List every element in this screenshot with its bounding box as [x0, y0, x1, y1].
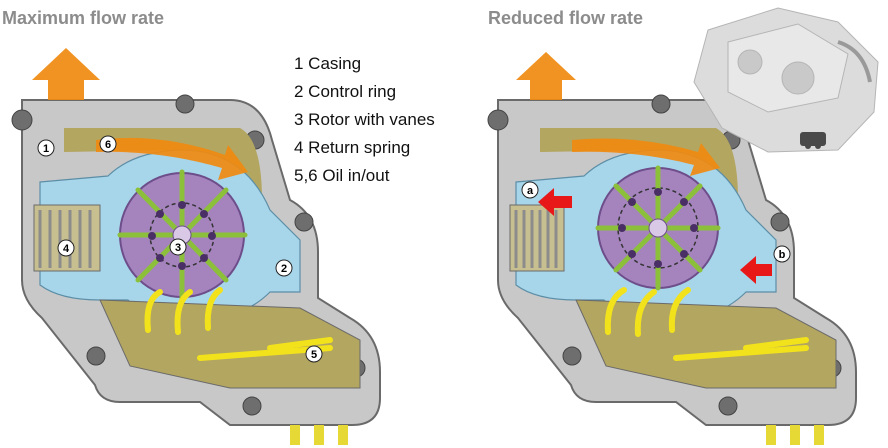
callout-5: 5 [305, 345, 323, 363]
title-reduced-flow-rate: Reduced flow rate [488, 8, 644, 28]
control-force-arrows [538, 188, 772, 284]
oil-inlet-chamber [99, 299, 361, 389]
outlet-pipes [290, 425, 348, 445]
oil-out-arrows [516, 52, 720, 176]
svg-text:2: 2 [281, 263, 287, 275]
callout-3: 3 [169, 238, 187, 256]
svg-text:1: 1 [43, 143, 49, 155]
svg-text:b: b [779, 249, 786, 261]
callout-1: 1 [37, 139, 55, 157]
callout-2: 2 [275, 259, 293, 277]
svg-text:3: 3 [175, 242, 181, 254]
callout-6: 6 [99, 135, 117, 153]
oil-pump-highlight [800, 132, 826, 149]
oil-out-arrows [32, 48, 248, 180]
callout-a: a [521, 181, 539, 199]
legend-item-rotor: 3 Rotor with vanes [294, 110, 435, 129]
legend-item-return-spring: 4 Return spring [294, 138, 411, 157]
pump-diagram-reduced-flow: a b [487, 52, 857, 445]
oil-in-arrows [604, 287, 809, 361]
legend-item-casing: 1 Casing [294, 54, 362, 73]
pump-diagram-maximum-flow: 1 6 4 3 2 5 [11, 48, 381, 445]
title-maximum-flow-rate: Maximum flow rate [2, 8, 165, 28]
callout-b: b [773, 245, 791, 263]
outlet-pipes [766, 425, 824, 445]
svg-text:5: 5 [311, 349, 317, 361]
svg-text:a: a [527, 185, 534, 197]
legend-item-oil-in-out: 5,6 Oil in/out [294, 166, 390, 185]
svg-text:6: 6 [105, 139, 111, 151]
spring-coils [38, 210, 92, 268]
rotor-with-vanes [595, 165, 721, 291]
svg-text:4: 4 [63, 243, 70, 255]
spring-coils [514, 210, 558, 268]
rotor-with-vanes [117, 169, 248, 301]
legend: 1 Casing 2 Control ring 3 Rotor with van… [294, 50, 435, 190]
callout-4: 4 [57, 239, 75, 257]
legend-item-control-ring: 2 Control ring [294, 82, 397, 101]
engine-thumbnail [693, 7, 879, 153]
